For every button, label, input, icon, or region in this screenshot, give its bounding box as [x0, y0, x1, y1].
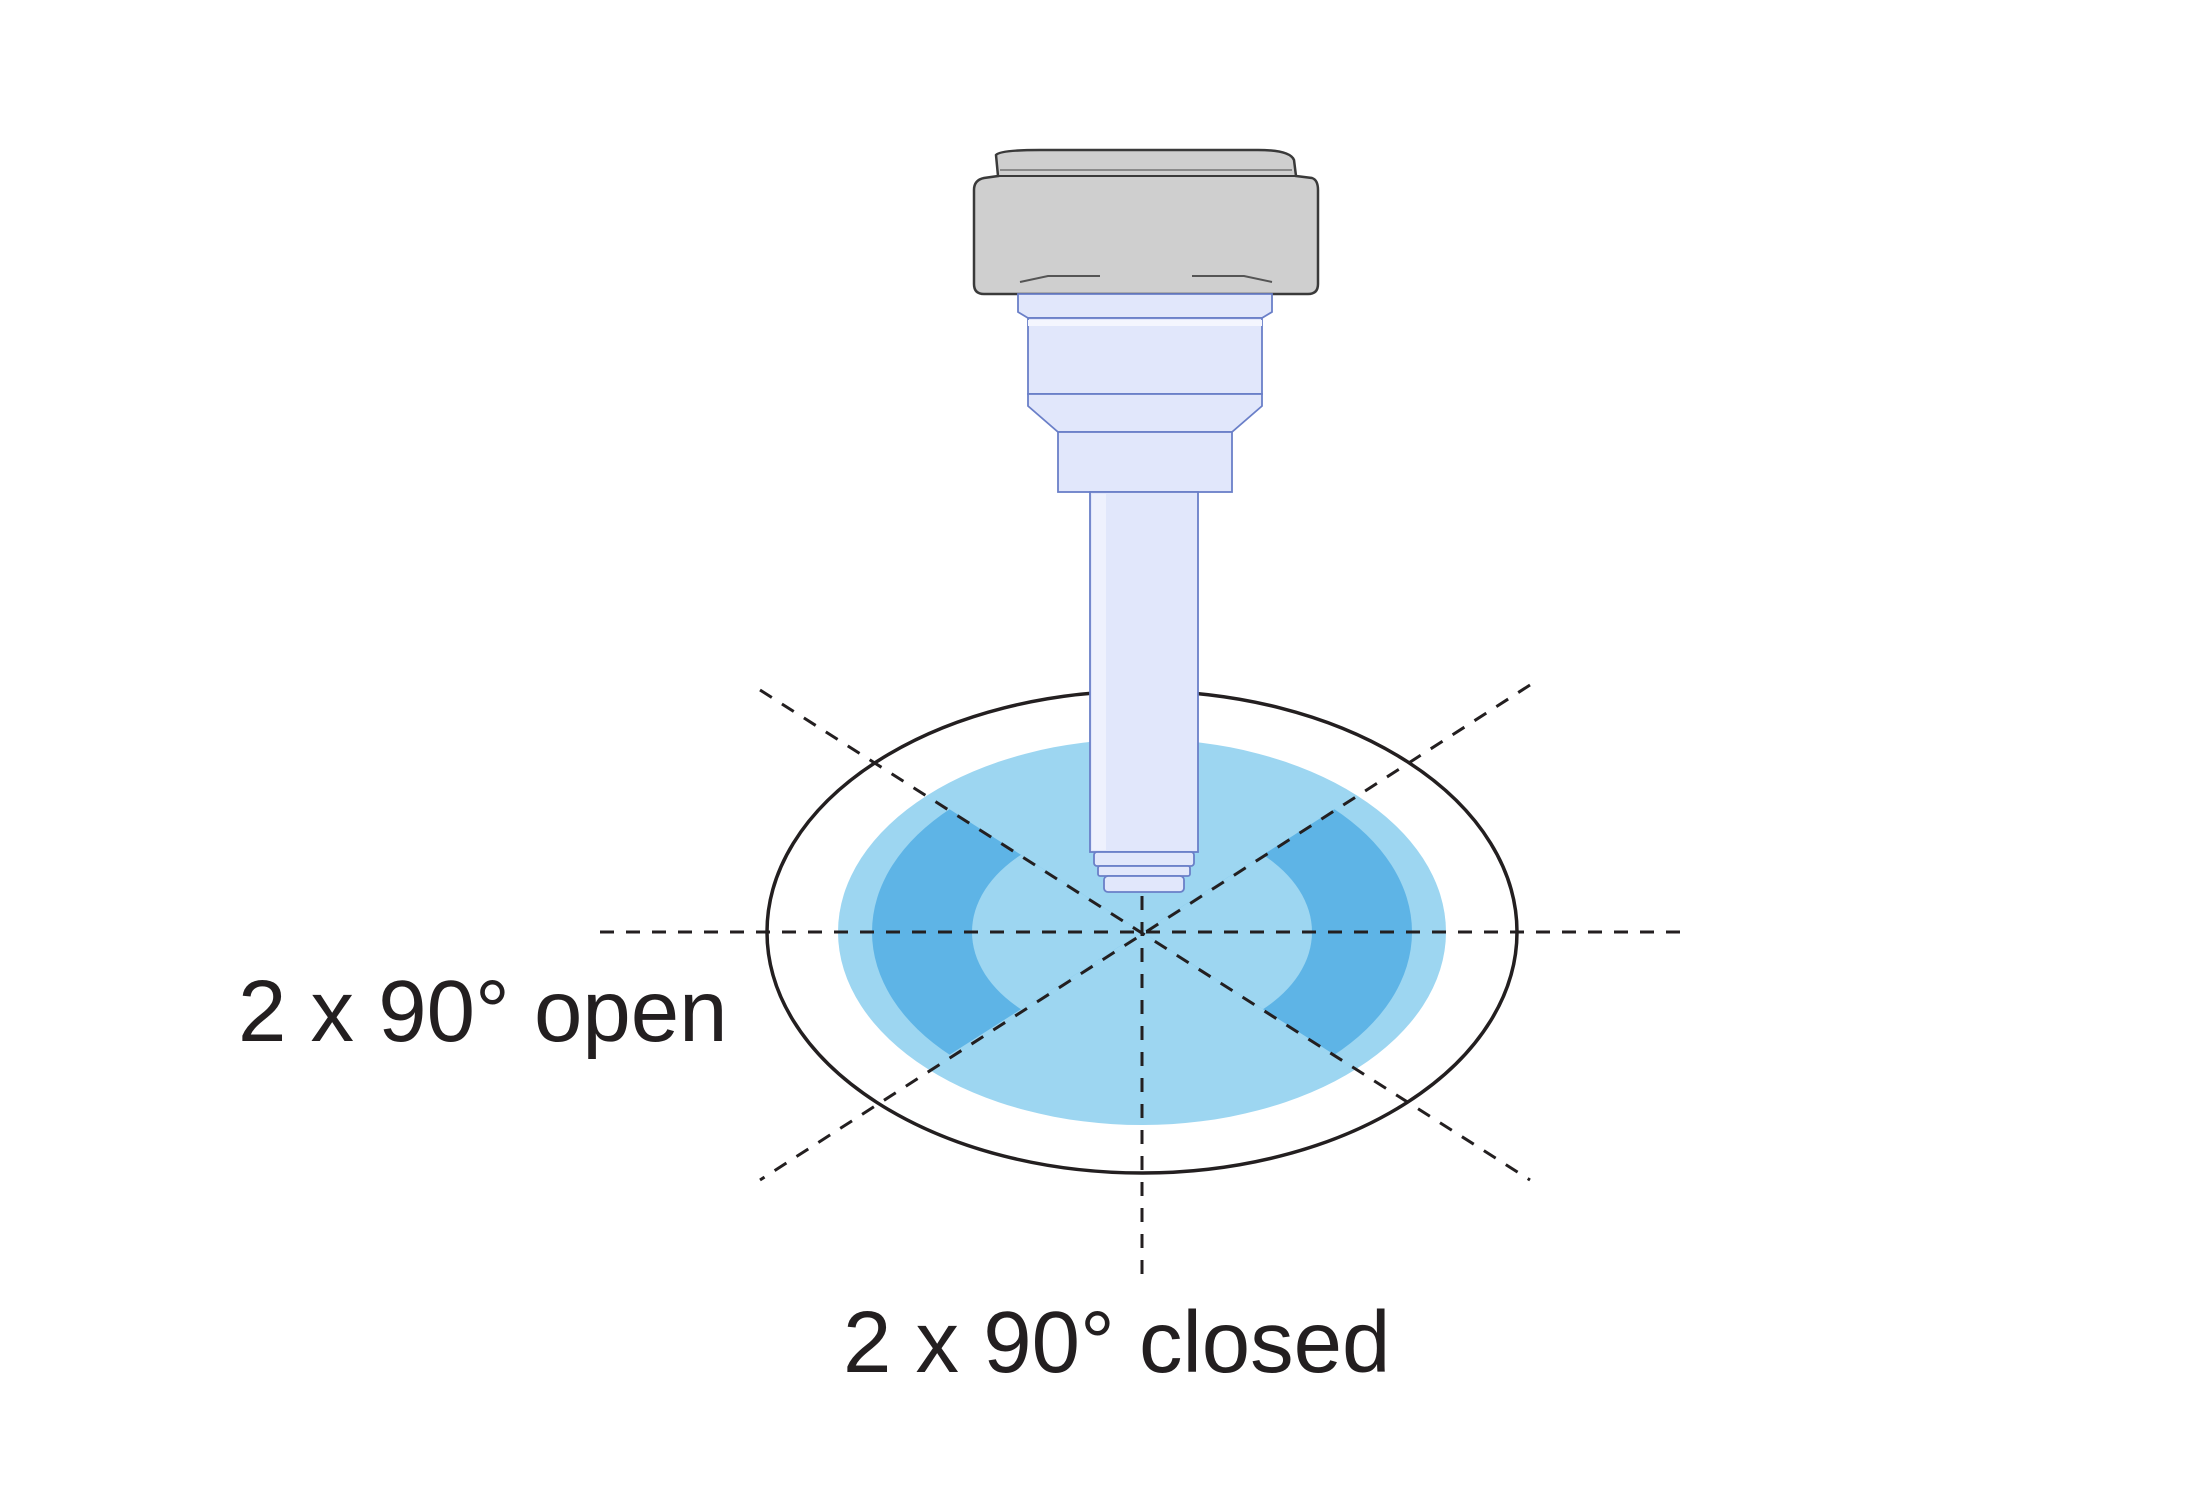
nozzle-collar: [1017, 293, 1273, 319]
nozzle-tip-ring: [1093, 851, 1195, 867]
nozzle-lower-body: [1057, 431, 1233, 493]
diagonal-axis-1: [759, 688, 1531, 1182]
nozzle-upper-body: [1027, 317, 1263, 395]
axis-lines: [600, 683, 1690, 1285]
open-sectors-label: 2 x 90° open: [238, 963, 728, 1060]
closed-sectors-label: 2 x 90° closed: [843, 1294, 1390, 1391]
nozzle-cap: [972, 148, 1320, 296]
nozzle-tip: [1103, 875, 1185, 893]
nozzle-taper: [1027, 393, 1263, 433]
diagonal-axis-2: [759, 683, 1531, 1182]
nozzle-stem: [1089, 491, 1199, 853]
spray-nozzle-icon: [972, 148, 1320, 893]
